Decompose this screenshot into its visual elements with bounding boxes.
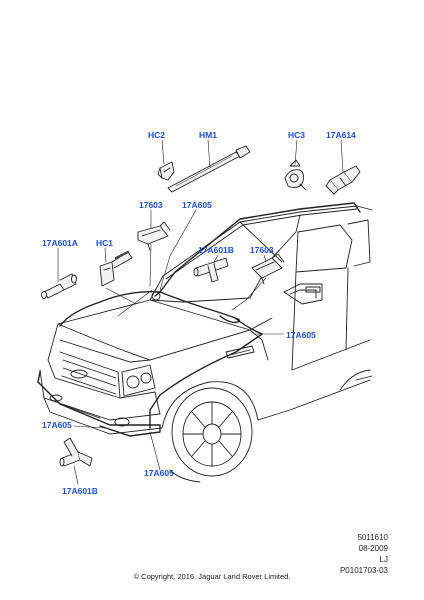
vehicle-illustration bbox=[39, 205, 373, 483]
callout-17a605-top: 17A605 bbox=[182, 200, 212, 210]
drawing-date: 08-2009 bbox=[358, 544, 388, 553]
connector-17a614-part bbox=[325, 165, 361, 195]
callout-17a605-bottom: 17A605 bbox=[144, 468, 174, 478]
callout-17a605-right: 17A605 bbox=[286, 330, 316, 340]
t-piece-17a601b-top-part bbox=[193, 257, 229, 283]
drawing-code: 5011610 bbox=[357, 533, 388, 542]
connector-17a601a-part bbox=[41, 273, 77, 299]
callout-hc2: HC2 bbox=[148, 130, 165, 140]
cable-tie-hm1-part bbox=[167, 145, 251, 193]
t-piece-17a601b-bottom-part bbox=[59, 437, 93, 467]
callout-17603-left: 17603 bbox=[139, 200, 163, 210]
callout-17a614: 17A614 bbox=[326, 130, 356, 140]
washer-hose-routing bbox=[37, 202, 361, 437]
washer-jet-17603-left-part bbox=[137, 221, 171, 251]
callout-17a601b-bottom: 17A601B bbox=[62, 486, 98, 496]
callout-17a605-left: 17A605 bbox=[42, 420, 72, 430]
drawing-info-block: 5011610 08-2009 LJ P0101703-03 bbox=[340, 532, 388, 576]
callout-labels: HC2 HM1 HC3 17A614 17603 17A605 17A601A … bbox=[42, 130, 356, 496]
drawing-reference: P0101703-03 bbox=[339, 566, 388, 575]
copyright-notice: © Copyright, 2016. Jaguar Land Rover Lim… bbox=[133, 572, 291, 581]
callout-hm1: HM1 bbox=[199, 130, 217, 140]
clip-hc3-part bbox=[284, 159, 307, 191]
washer-jet-17603-right-part bbox=[251, 253, 285, 285]
callout-hc1: HC1 bbox=[96, 238, 113, 248]
leader-lines bbox=[57, 139, 344, 485]
callout-17a601a: 17A601A bbox=[42, 238, 78, 248]
clip-hc1-part bbox=[99, 250, 133, 287]
drawing-initials: LJ bbox=[379, 555, 388, 564]
callout-17603-right: 17603 bbox=[250, 245, 274, 255]
callout-hc3: HC3 bbox=[288, 130, 305, 140]
callout-17a601b-top: 17A601B bbox=[198, 245, 234, 255]
clip-hc2-part bbox=[157, 161, 175, 181]
